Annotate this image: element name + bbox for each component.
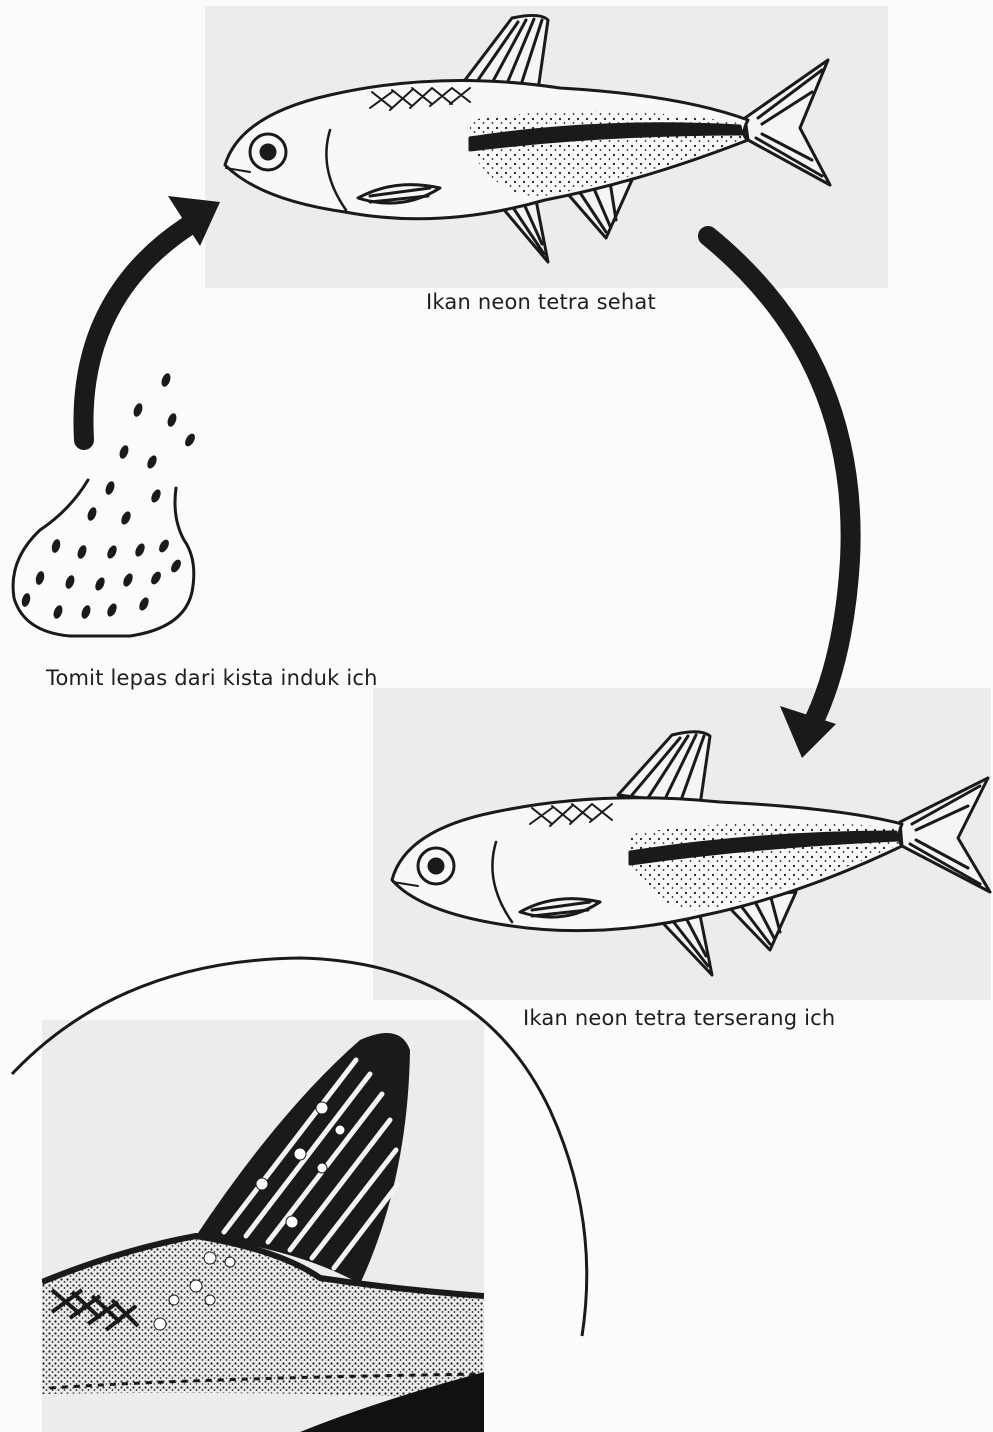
inset-magnified-fin	[42, 1033, 484, 1432]
label-healthy-fish: Ikan neon tetra sehat	[426, 290, 656, 314]
arrow-tomites-to-healthy	[83, 196, 220, 440]
label-tomites: Tomit lepas dari kista induk ich	[46, 666, 378, 690]
healthy-fish-illustration	[225, 15, 830, 262]
infected-fish-illustration	[392, 732, 990, 975]
arrow-healthy-to-infected	[708, 236, 851, 758]
tomite-cyst-illustration	[13, 372, 197, 636]
label-infected-fish: Ikan neon tetra terserang ich	[523, 1006, 835, 1030]
